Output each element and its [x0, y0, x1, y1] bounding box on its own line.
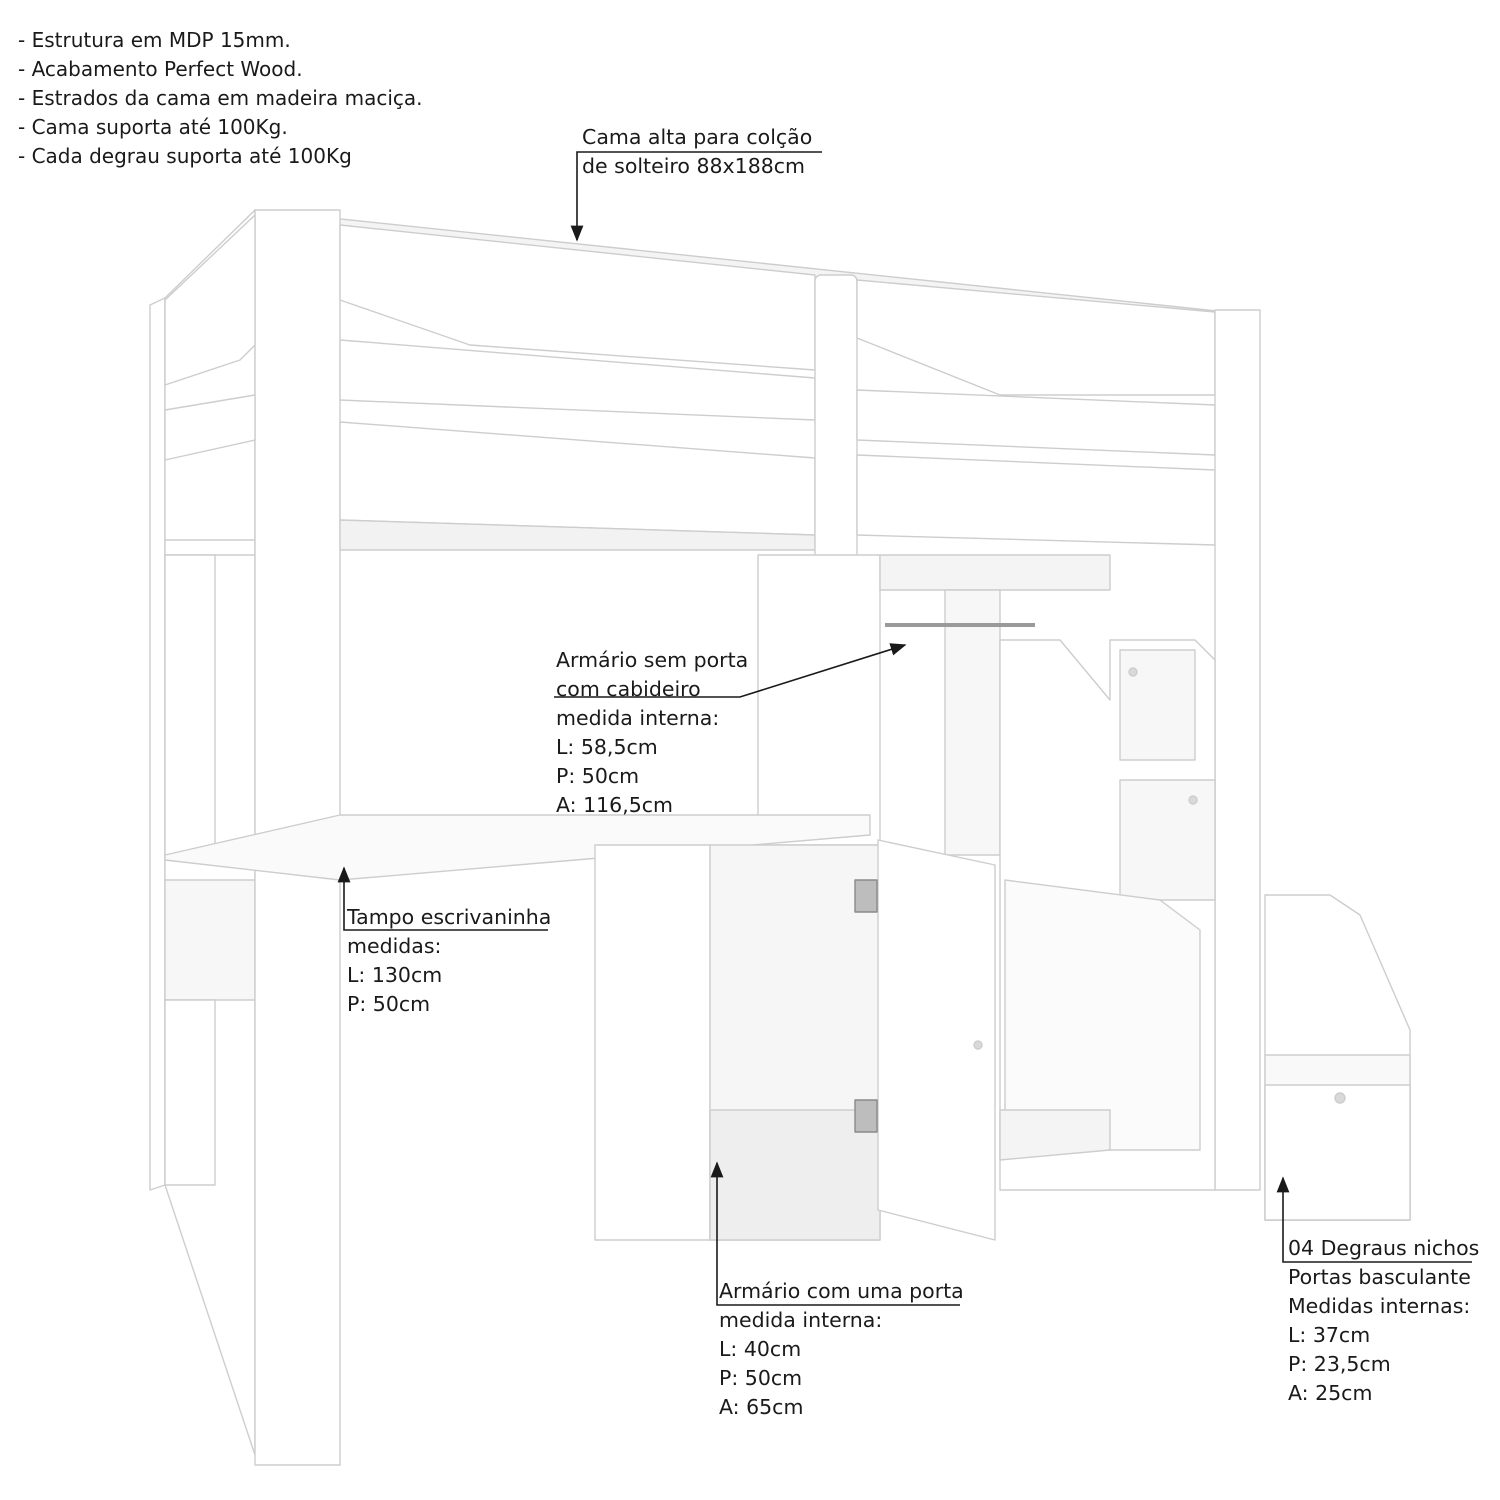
stair-floor-shelf	[999, 1109, 1111, 1161]
callout-line: Medidas internas:	[1288, 1294, 1471, 1318]
spec-item: - Cada degrau suporta até 100Kg	[18, 144, 352, 168]
callout-line: L: 37cm	[1288, 1323, 1371, 1347]
leader-bed	[570, 151, 822, 242]
callout-bed: Cama alta para colção de solteiro 88x188…	[582, 123, 812, 181]
spec-item: - Estrutura em MDP 15mm.	[18, 28, 291, 52]
callout-line: Tampo escrivaninha	[347, 905, 552, 929]
callout-line: L: 130cm	[347, 963, 443, 987]
desk-top	[164, 814, 871, 881]
lower-steps	[1264, 894, 1411, 1221]
callout-line: medidas:	[347, 934, 442, 958]
callout-line: de solteiro 88x188cm	[582, 154, 806, 178]
callout-steps: 04 Degraus nichos Portas basculante Medi…	[1288, 1234, 1479, 1408]
callout-line: L: 40cm	[719, 1337, 802, 1361]
callout-line: P: 50cm	[556, 764, 640, 788]
callout-line: A: 116,5cm	[556, 793, 674, 817]
spec-list: - Estrutura em MDP 15mm. - Acabamento Pe…	[18, 26, 423, 171]
guard-rail-right	[856, 279, 1216, 546]
open-wardrobe	[757, 554, 1111, 856]
callout-line: Cama alta para colção	[582, 125, 813, 149]
callout-line: medida interna:	[719, 1308, 883, 1332]
leader-open-wardrobe	[554, 643, 907, 698]
callout-door-cabinet: Armário com uma porta medida interna: L:…	[719, 1277, 964, 1422]
leader-steps	[1276, 1176, 1472, 1263]
back-left-post	[149, 209, 256, 1456]
callout-line: 04 Degraus nichos	[1288, 1236, 1480, 1260]
headboard-left	[164, 214, 256, 461]
spec-item: - Estrados da cama em madeira maciça.	[18, 86, 423, 110]
leader-desk-top	[337, 866, 548, 931]
callout-line: L: 58,5cm	[556, 735, 658, 759]
leader-door-cabinet	[710, 1161, 960, 1306]
callout-line: P: 23,5cm	[1288, 1352, 1391, 1376]
guard-rail-left	[339, 224, 816, 551]
spec-item: - Cama suporta até 100Kg.	[18, 115, 288, 139]
callout-line: P: 50cm	[347, 992, 431, 1016]
callout-line: Portas basculante	[1288, 1265, 1471, 1289]
middle-post	[814, 274, 858, 566]
spec-item: - Acabamento Perfect Wood.	[18, 57, 303, 81]
door-cabinet	[594, 839, 996, 1241]
callout-line: A: 25cm	[1288, 1381, 1373, 1405]
callout-line: Armário com uma porta	[719, 1279, 964, 1303]
callout-line: com cabideiro	[556, 677, 701, 701]
callout-line: A: 65cm	[719, 1395, 804, 1419]
stair-block	[999, 639, 1216, 1191]
front-right-post	[1214, 309, 1261, 1191]
callout-line: medida interna:	[556, 706, 720, 730]
callout-line: P: 50cm	[719, 1366, 803, 1390]
callout-desk-top: Tampo escrivaninha medidas: L: 130cm P: …	[347, 903, 551, 1019]
callout-open-wardrobe: Armário sem porta com cabideiro medida i…	[556, 646, 748, 820]
callout-line: Armário sem porta	[556, 648, 749, 672]
